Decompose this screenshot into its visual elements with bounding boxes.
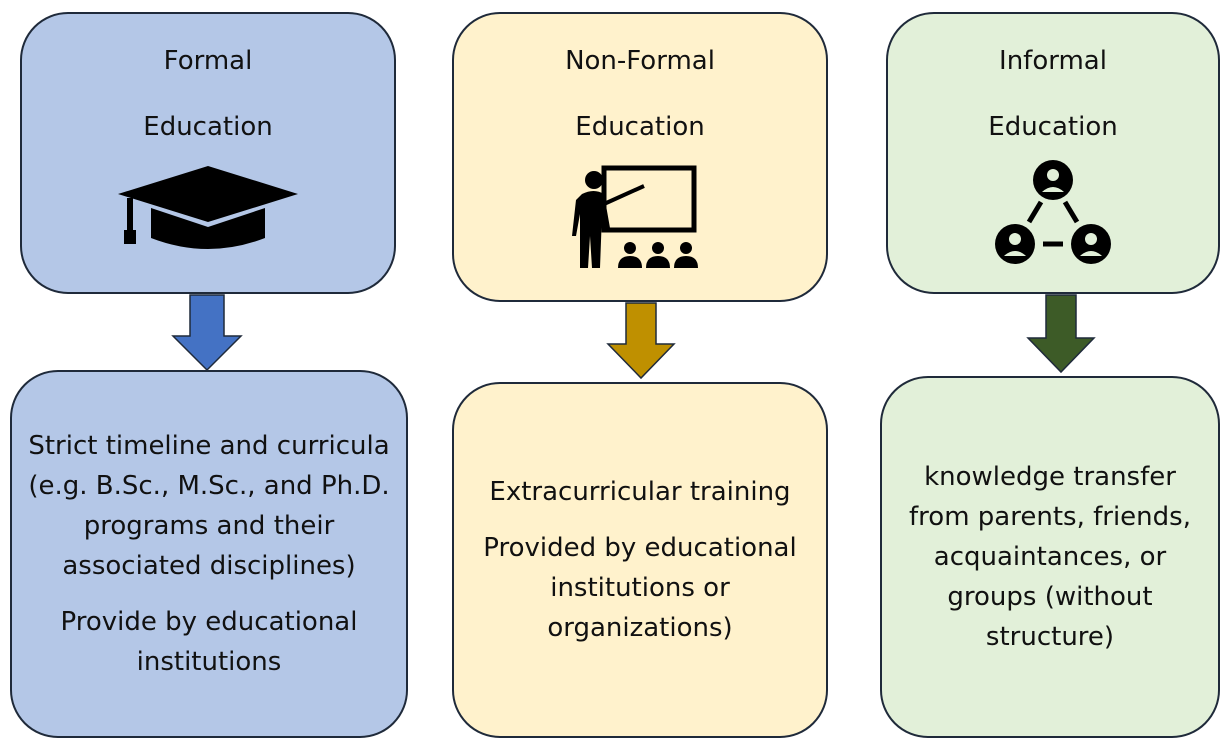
informal-title-line1: Informal [999,46,1107,76]
nonformal-title-line2: Education [575,112,705,142]
formal-title-line2: Education [143,112,273,142]
teacher-presentation-icon [570,164,710,278]
informal-title-line2: Education [988,112,1118,142]
informal-down-arrow [1026,294,1096,374]
nonformal-details-box: Extracurricular training Provided by edu… [452,382,828,738]
formal-education-box: Formal Education [20,12,396,294]
informal-details-box: knowledge transfer from parents, friends… [880,376,1220,738]
graduation-cap-icon [113,164,303,258]
formal-down-arrow [171,294,243,372]
nonformal-down-arrow [606,302,676,380]
informal-education-box: Informal Education [886,12,1220,294]
nonformal-title-line1: Non-Formal [565,46,715,76]
formal-description: Strict timeline and curricula (e.g. B.Sc… [28,431,390,581]
formal-provider: Provide by educational institutions [60,607,358,677]
nonformal-description: Extracurricular training [489,477,791,507]
people-network-icon [991,158,1115,272]
nonformal-provider: Provided by educational institutions or … [483,533,797,643]
formal-details-box: Strict timeline and curricula (e.g. B.Sc… [10,370,408,738]
formal-title-line1: Formal [163,46,253,76]
informal-description: knowledge transfer from parents, friends… [909,462,1191,652]
nonformal-education-box: Non-Formal Education [452,12,828,302]
